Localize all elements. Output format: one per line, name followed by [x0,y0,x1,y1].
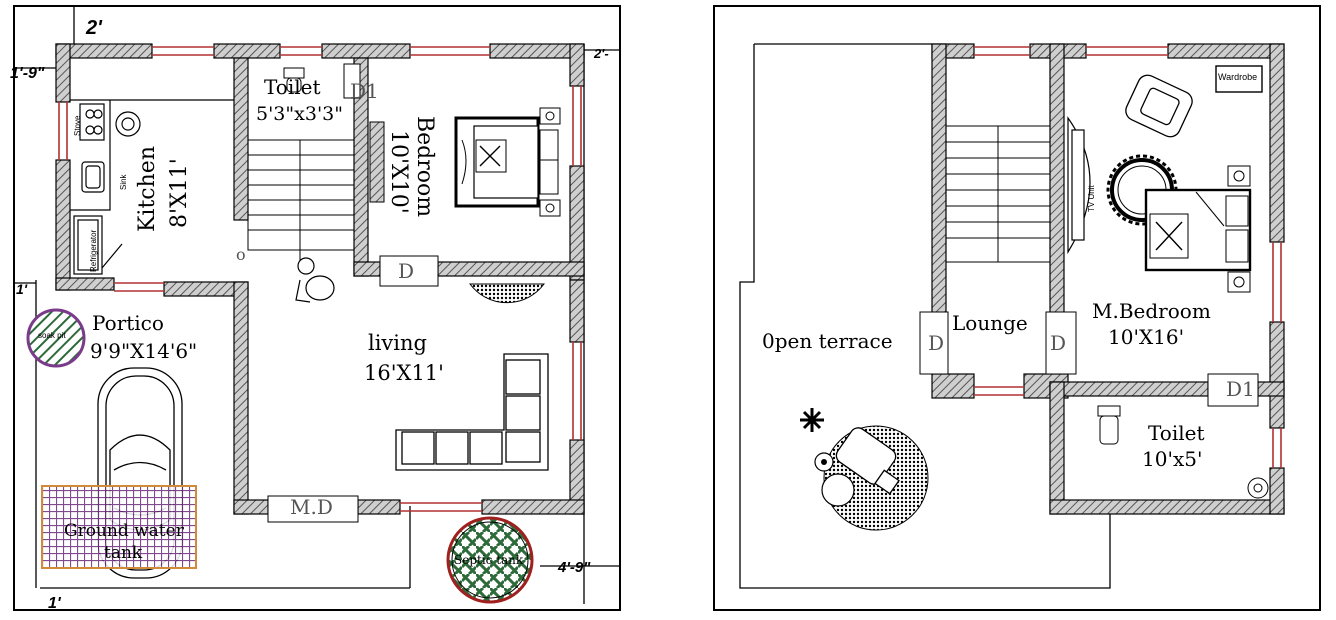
door-d-label: D [398,259,414,283]
toilet-label: Toilet [264,75,321,99]
bedroom-size: 10'X10' [386,130,411,214]
ground-floor-plan [13,5,621,611]
bedroom-label: Bedroom [412,116,437,217]
wardrobe-label: Wardrobe [1218,72,1257,82]
sink-label: Sink [119,173,128,190]
door-d1-label: D1 [350,79,379,103]
portico-label: Portico [92,311,164,335]
toilet-door-d1: D1 [1226,377,1255,401]
dim-bottom: 1' [48,595,62,612]
first-floor-plan [713,5,1321,611]
dim-top: 2' [85,17,103,39]
ground-tank-line1: Ground water [64,521,185,541]
dim-left-mid: 1' [16,281,28,297]
stove-label: Stove [73,115,82,136]
marker-o: o [236,245,246,264]
portico-size: 9'9"X14'6" [90,339,197,363]
lounge-label: Lounge [952,311,1028,335]
toilet-ff-label: Toilet [1148,421,1205,445]
dim-right-bottom: 4'-9" [557,559,591,576]
lounge-door-left: D [928,331,944,355]
dim-left-top: 1'-9" [10,65,45,82]
main-door-label: M.D [290,495,333,519]
living-label: living [368,331,427,355]
master-bedroom-size: 10'X16' [1108,325,1184,349]
living-size: 16'X11' [364,361,444,385]
toilet-ff-size: 10'x5' [1142,447,1202,471]
fridge-label: Refrigerator [89,229,98,272]
master-bedroom-label: M.Bedroom [1092,299,1211,323]
ground-tank-line2: tank [104,543,143,563]
soak-pit-label: soak pit [38,331,66,340]
open-terrace-label: 0pen terrace [762,329,893,353]
toilet-size: 5'3"x3'3" [256,103,343,125]
kitchen-size: 8'X11' [167,158,192,228]
kitchen-label: Kitchen [135,146,160,232]
dim-right-top: 2'- [593,46,609,61]
septic-label: Septic tank [454,553,524,567]
lounge-door-right: D [1050,331,1066,355]
tv-unit-label: TV Unit [1087,185,1096,212]
